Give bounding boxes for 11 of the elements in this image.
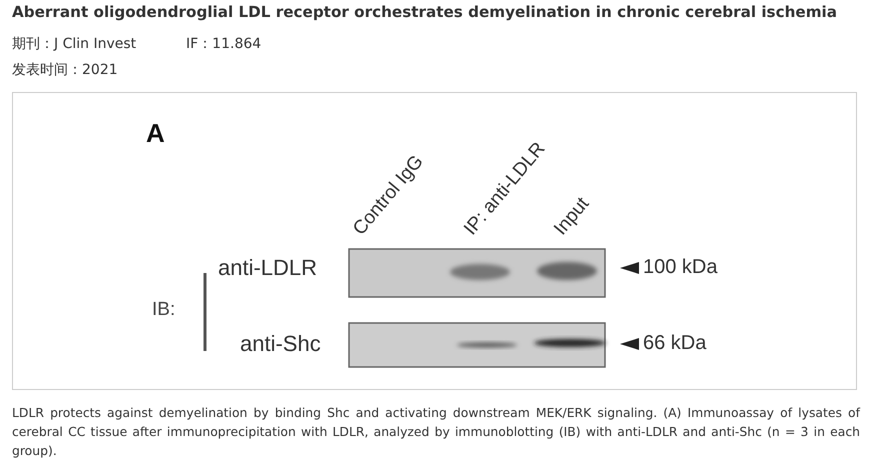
title: Aberrant oligodendroglial LDL receptor orchestrates demyelination in chronic cerebral ischemia bbox=[12, 3, 837, 21]
row-label: anti-Shc bbox=[240, 331, 321, 357]
meta-text: 期刊：J Clin Invest bbox=[12, 35, 136, 53]
size-label: 66 kDa bbox=[643, 332, 706, 355]
group-label: IB: bbox=[152, 299, 176, 321]
caption-text: LDLR protects against demyelination by binding Shc and activating downstream MEK/ERK signaling. (A) Immunoassay of lysates of cerebral CC tissue after immunoprecipitation with LDLR, analyzed by immunoblotting (IB) with anti-LDLR and anti-Shc (n = 3 in each group). bbox=[12, 404, 860, 460]
panel-letter: A bbox=[146, 118, 165, 149]
meta-text: IF：11.864 bbox=[186, 35, 262, 53]
row-label: anti-LDLR bbox=[218, 255, 318, 281]
meta-text: 发表时间：2021 bbox=[12, 61, 118, 79]
size-label: 100 kDa bbox=[643, 256, 718, 279]
